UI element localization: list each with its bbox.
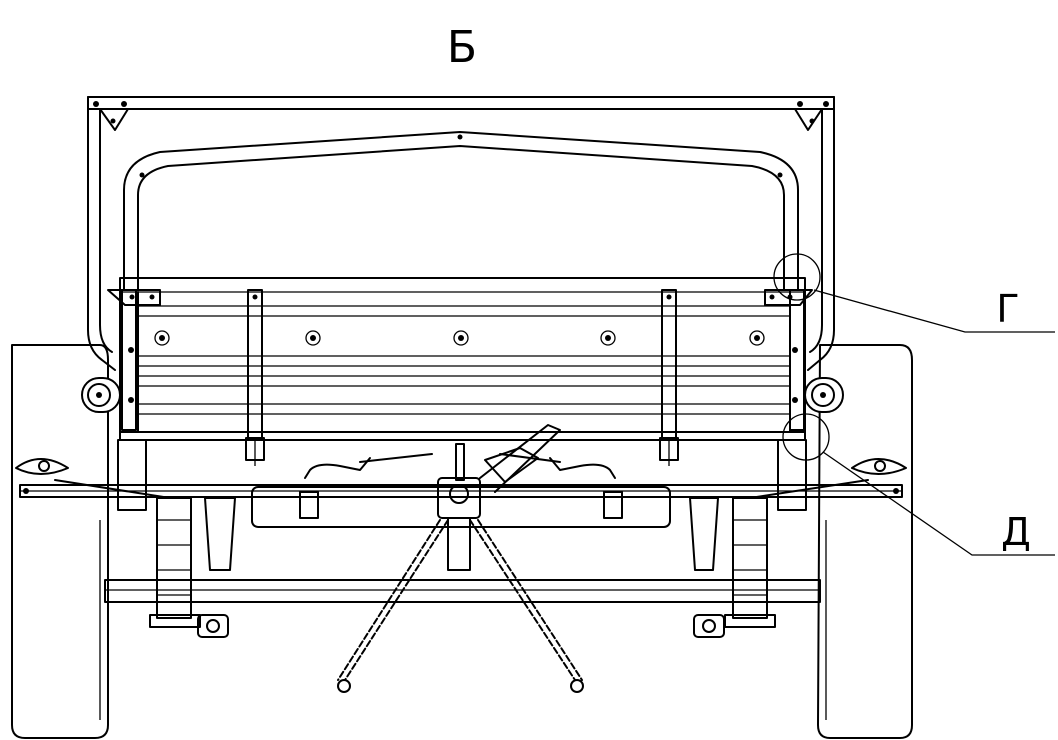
callout-g-label: Г xyxy=(996,287,1019,331)
canopy-frame xyxy=(87,96,835,371)
callout-d: Д xyxy=(782,413,1055,556)
view-label: Б xyxy=(447,22,477,73)
side-lamps xyxy=(81,377,844,413)
callout-d-label: Д xyxy=(1001,510,1031,554)
wheel-right xyxy=(817,344,913,739)
safety-chains xyxy=(337,519,584,693)
suspension-left xyxy=(149,497,236,638)
callout-g: Г xyxy=(773,253,1055,333)
tailgate xyxy=(107,277,813,466)
suspension-right xyxy=(689,497,776,638)
hitch-assembly xyxy=(437,424,561,571)
chassis xyxy=(15,439,907,603)
wheel-left xyxy=(11,344,109,739)
